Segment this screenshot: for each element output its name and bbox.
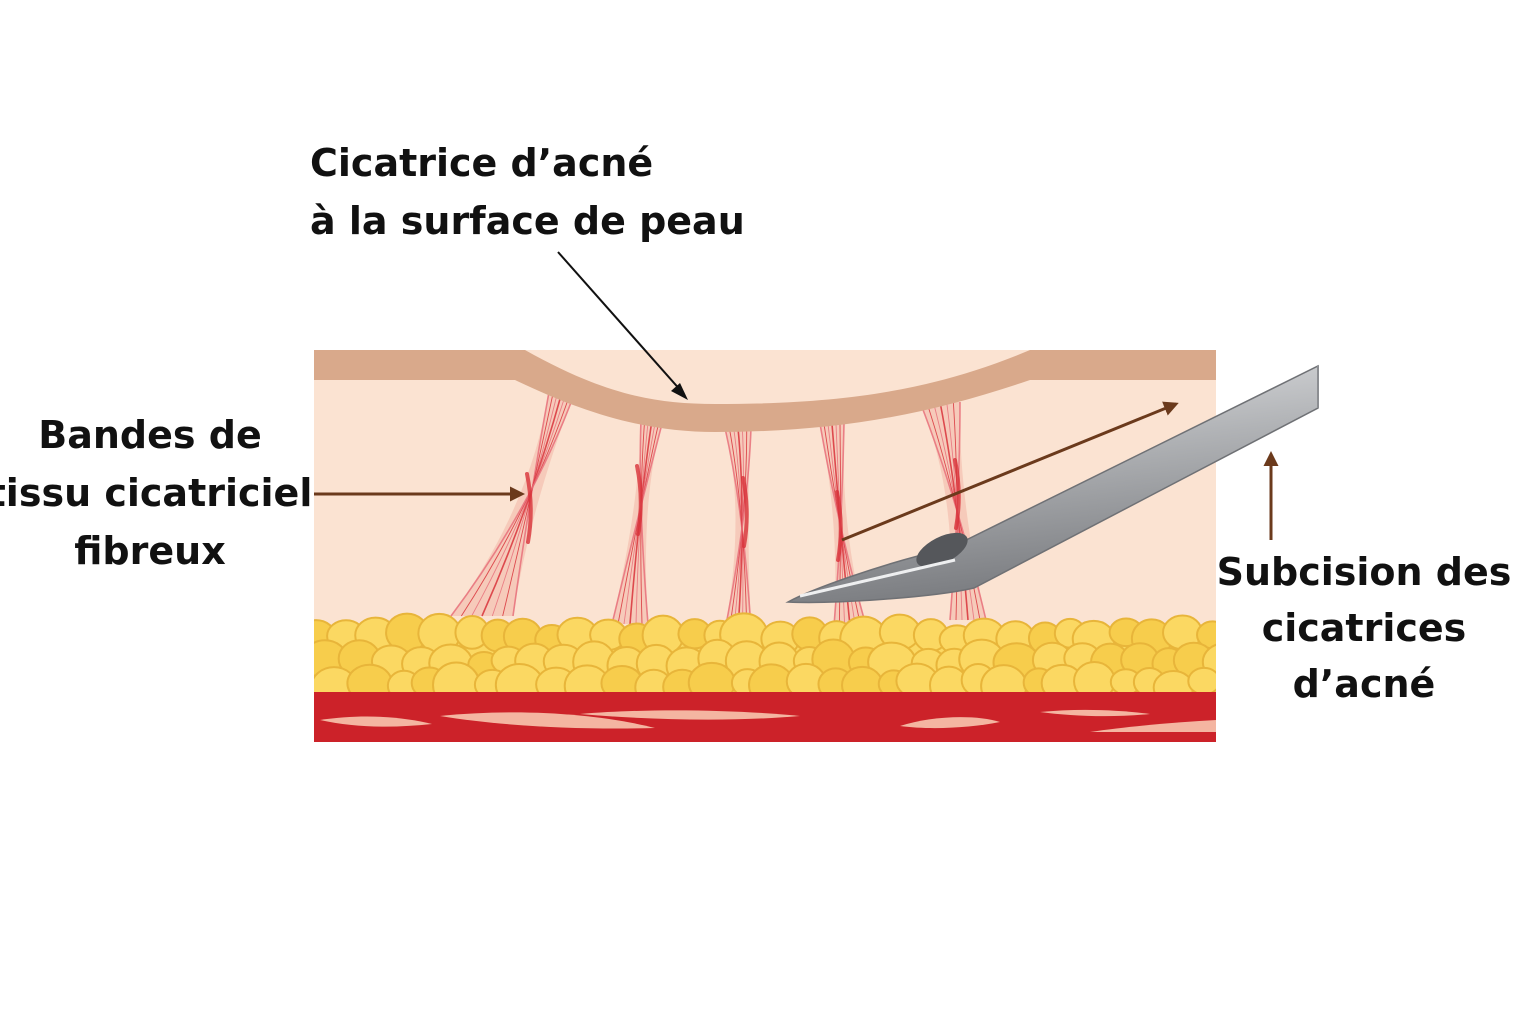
needle-icon bbox=[785, 364, 1319, 604]
needle-direction-arrow bbox=[841, 401, 1179, 542]
fibrous-band bbox=[724, 427, 752, 631]
surface-scar-leader-line bbox=[557, 251, 683, 393]
epidermis-layer bbox=[314, 350, 1216, 432]
subcision-label: Subcision des cicatrices d’acné bbox=[1216, 550, 1512, 706]
fibrous-band bbox=[611, 419, 664, 625]
fibrous-band bbox=[450, 391, 576, 617]
surface-scar-leader-arrowhead bbox=[671, 383, 688, 400]
muscle-layer bbox=[314, 692, 1216, 742]
fibrous-bands-label: Bandes de tissu cicatriciel fibreux bbox=[0, 413, 313, 573]
surface-scar-label: Cicatrice d’acné à la surface de peau bbox=[310, 141, 745, 243]
